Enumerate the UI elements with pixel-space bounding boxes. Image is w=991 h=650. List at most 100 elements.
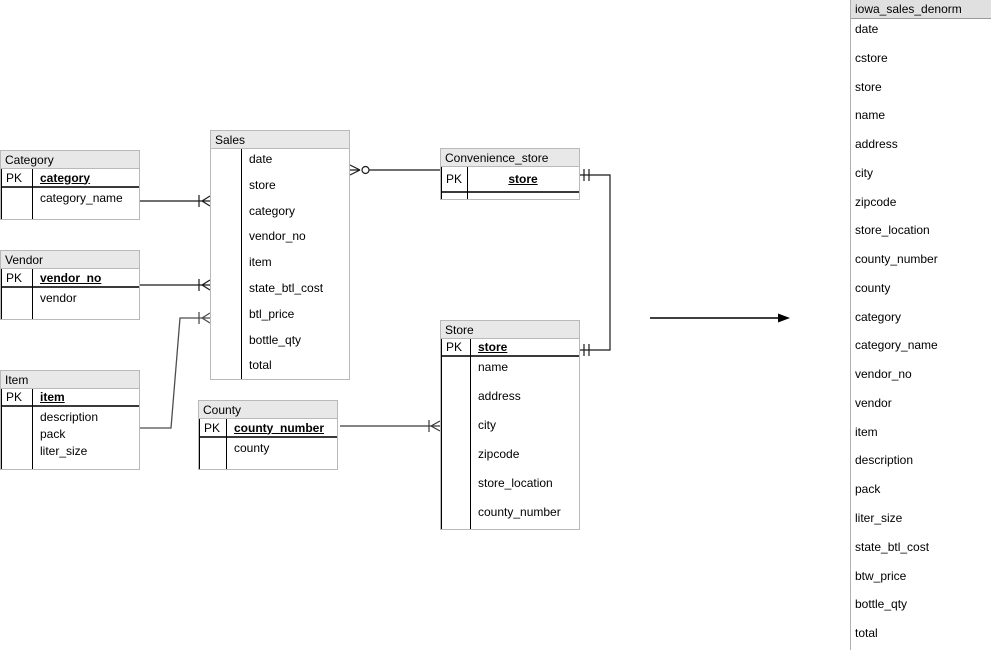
pk-label: PK (6, 390, 23, 404)
entity-rows: PK store name address city zipcode store_locat… (441, 339, 579, 529)
denorm-field-row: county (855, 280, 891, 295)
crow-foot-icon (349, 164, 361, 176)
pk-label: PK (446, 172, 463, 186)
denorm-field-row: cstore (855, 50, 888, 65)
denorm-field-row: state_btl_cost (855, 539, 930, 554)
pk-column-divider (241, 149, 242, 379)
entity-title: Category (1, 151, 139, 169)
crow-foot-icon (201, 195, 211, 207)
crow-foot-icon (201, 279, 211, 291)
pk-label: PK (204, 420, 221, 435)
field-row: btl_price (249, 306, 295, 321)
pk-row: PK item (2, 389, 139, 407)
field-row: county_number (478, 505, 561, 519)
pk-field-name: category (40, 170, 91, 185)
denorm-field-row: btw_price (855, 568, 907, 583)
connector-county-store (340, 420, 441, 432)
pk-field-name: store (478, 340, 508, 354)
pk-label: PK (6, 270, 23, 285)
field-row: zipcode (478, 447, 520, 461)
field-row: state_btl_cost (249, 280, 324, 295)
denorm-field-row: description (855, 453, 914, 468)
denorm-field-row: name (855, 108, 886, 123)
pk-field-name: item (40, 390, 65, 404)
connector-category-sales (140, 195, 211, 207)
pk-label: PK (6, 170, 23, 185)
field-row: name (478, 360, 509, 374)
denorm-field-row: county_number (855, 252, 938, 267)
denorm-field-row: zipcode (855, 194, 897, 209)
field-row: description (40, 410, 99, 424)
pk-column-divider (470, 339, 471, 529)
field-row: bottle_qty (249, 332, 302, 347)
pk-label: PK (446, 340, 463, 354)
entity-title: Convenience_store (441, 149, 579, 167)
field-row: liter_size (40, 444, 88, 458)
pk-field-name: county_number (234, 420, 325, 435)
pk-row: PK county_number (200, 419, 337, 438)
denorm-field-row: category (855, 309, 902, 324)
pk-field-name: vendor_no (40, 270, 102, 285)
zero-circle-icon (361, 165, 370, 175)
connector-vendor-sales (140, 279, 211, 291)
denorm-field-row: city (855, 165, 873, 180)
denorm-field-row: liter_size (855, 511, 903, 526)
field-row: pack (40, 427, 66, 441)
pk-column-divider (467, 167, 468, 199)
field-row: city (478, 418, 496, 432)
field-row: category (249, 203, 296, 218)
denorm-field-row: bottle_qty (855, 597, 908, 612)
field-row: address (478, 389, 521, 403)
pk-column-divider (226, 419, 227, 469)
field-list: description pack liter_size (32, 407, 139, 458)
pk-field-name: store (508, 172, 538, 186)
entity-title: Item (1, 371, 139, 389)
connector-convenience-store-store (580, 169, 611, 356)
pk-row: PK category (2, 169, 139, 188)
entity-rows: PK item description pack liter_size (1, 389, 139, 469)
entity-title: Store (441, 321, 579, 339)
field-row: category_name (40, 191, 123, 205)
pk-row: PK vendor_no (2, 269, 139, 288)
field-list: vendor (32, 288, 139, 305)
pk-row: PK store (442, 339, 579, 357)
denorm-arrow-icon (650, 313, 790, 323)
denorm-field-row: category_name (855, 338, 938, 353)
field-row: vendor_no (249, 229, 306, 244)
pk-column-divider (32, 169, 33, 219)
pk-column-divider (32, 389, 33, 469)
denorm-field-row: store (855, 79, 882, 94)
denorm-field-row: store_location (855, 223, 930, 238)
field-list: category_name (32, 188, 139, 205)
denorm-field-row: pack (855, 482, 881, 497)
pk-row: PK store (442, 167, 579, 193)
crow-foot-icon (201, 312, 211, 324)
connector-sales-convenience-store (349, 164, 440, 176)
field-row: store (249, 177, 276, 192)
entity-title: County (199, 401, 337, 419)
entity-rows: PK store (441, 167, 579, 199)
denorm-field-row: date (855, 22, 879, 36)
denorm-field-row: item (855, 424, 878, 439)
denorm-field-row: vendor_no (855, 367, 912, 382)
entity-title: Vendor (1, 251, 139, 269)
field-row: county (234, 441, 270, 455)
denorm-title: iowa_sales_denorm (851, 0, 991, 19)
field-row: store_location (478, 476, 553, 490)
field-row: total (249, 358, 272, 373)
